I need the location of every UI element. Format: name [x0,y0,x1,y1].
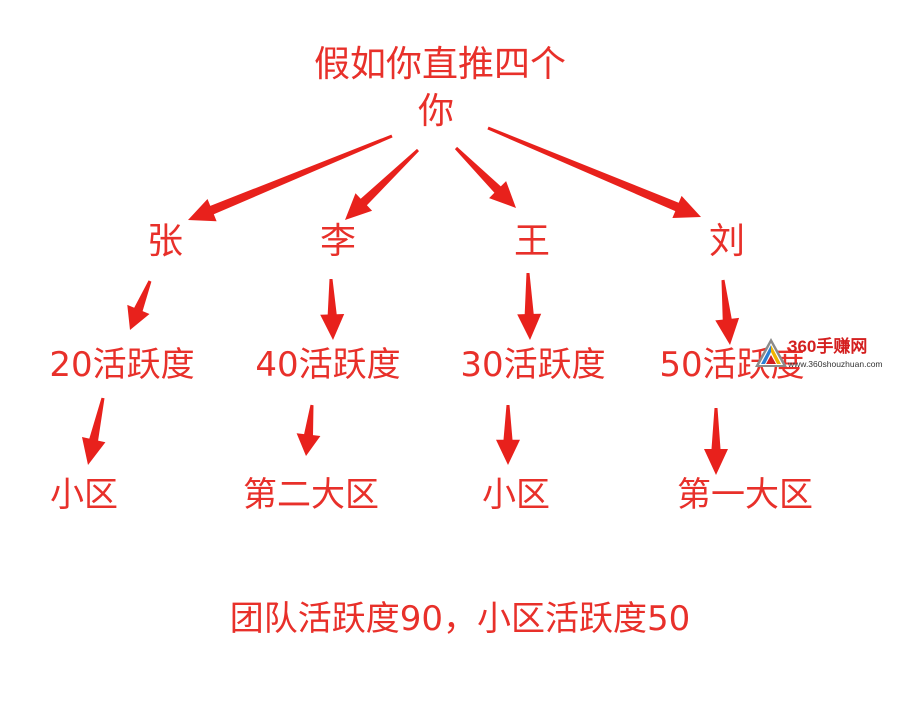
member-name-wang: 王 [513,221,551,262]
summary-text: 团队活跃度90，小区活跃度50 [229,599,691,639]
member-name-zhang: 张 [146,221,184,262]
arrow-you-to-zhang [188,134,393,222]
arrow-you-to-li [345,148,419,220]
arrow-zhang-activity-to-area [82,397,106,465]
watermark-url: www.360shouzhuan.com [788,359,883,369]
root-node-you: 你 [417,91,455,132]
activity-value-zhang: 20活跃度 [49,345,195,385]
watermark-logo-icon [755,338,787,367]
area-label-li: 第二大区 [243,475,379,515]
arrow-you-to-wang [454,146,516,208]
watermark: 360手赚网 www.360shouzhuan.com [754,334,894,374]
area-label-liu: 第一大区 [677,475,813,515]
area-label-zhang: 小区 [50,475,118,515]
area-label-wang: 小区 [482,475,550,515]
arrow-wang-to-activity [517,273,542,340]
arrow-wang-activity-to-area [496,405,520,465]
diagram-title: 假如你直推四个 [313,44,567,85]
member-name-li: 李 [319,221,357,262]
member-name-liu: 刘 [708,221,746,262]
arrow-li-activity-to-area [296,404,321,456]
activity-value-wang: 30活跃度 [460,345,606,385]
arrow-zhang-to-activity [127,280,152,330]
arrow-li-to-activity [320,279,345,340]
arrow-you-to-liu [487,126,701,218]
activity-value-li: 40活跃度 [255,345,401,385]
arrow-liu-activity-to-area [704,408,728,475]
arrow-liu-to-activity [715,279,740,345]
watermark-name: 360手赚网 [788,337,868,356]
